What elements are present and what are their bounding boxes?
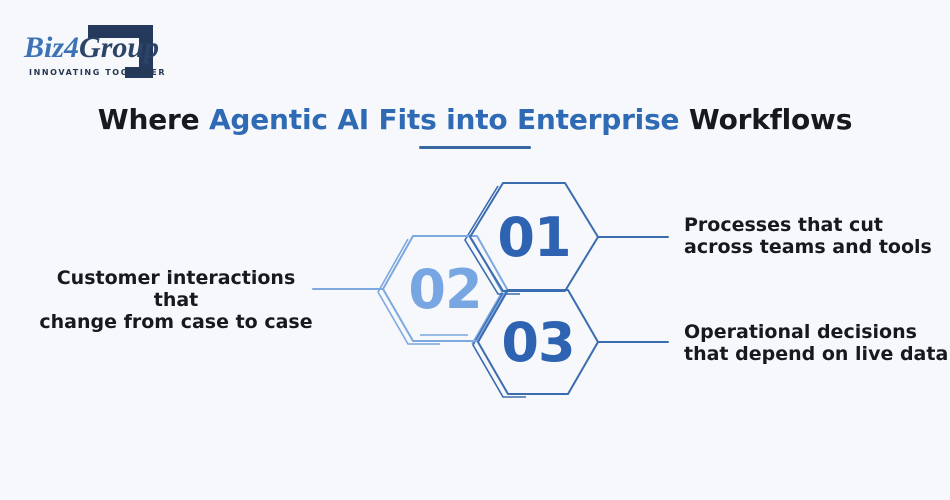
- step-number-03: 03: [501, 311, 574, 374]
- logo-text-biz: Biz: [24, 31, 65, 64]
- title-underline: [419, 146, 531, 149]
- logo-text-four: 4: [64, 31, 80, 64]
- callout-step-03-line2: that depend on live data: [684, 343, 949, 365]
- logo-bracket-icon: [88, 25, 153, 78]
- hexagon-01-outline: [469, 182, 599, 292]
- callout-step-01: Processes that cut across teams and tool…: [684, 214, 932, 258]
- logo-wordmark: Biz4Group: [24, 33, 159, 63]
- title-prefix: Where: [97, 103, 200, 136]
- hexagon-02-echo-outline: [377, 238, 440, 345]
- hexagon-01-echo-outline: [464, 185, 520, 295]
- page-title: Where Agentic AI Fits into Enterprise Wo…: [0, 103, 950, 136]
- logo-tagline: INNOVATING TOGETHER: [29, 68, 167, 77]
- callout-step-03: Operational decisions that depend on liv…: [684, 321, 948, 365]
- hexagon-03-outline: [477, 289, 599, 395]
- callout-step-02: Customer interactions that change from c…: [38, 267, 314, 333]
- step-number-01: 01: [497, 206, 570, 269]
- callout-step-01-line2: across teams and tools: [684, 236, 932, 258]
- title-highlight: Agentic AI Fits into Enterprise: [208, 103, 680, 136]
- step-number-02: 02: [408, 258, 481, 321]
- title-suffix: Workflows: [688, 103, 853, 136]
- biz4group-logo: Biz4Group INNOVATING TOGETHER: [22, 12, 182, 84]
- callout-step-02-line2: change from case to case: [39, 311, 313, 333]
- callout-step-02-line1: Customer interactions that: [56, 267, 296, 311]
- callout-step-03-line1: Operational decisions: [684, 321, 917, 343]
- callout-step-01-line1: Processes that cut: [684, 214, 883, 236]
- logo-text-group: Group: [79, 31, 160, 64]
- hexagon-03-echo-outline: [472, 292, 526, 398]
- hexagon-02-outline: [382, 235, 508, 342]
